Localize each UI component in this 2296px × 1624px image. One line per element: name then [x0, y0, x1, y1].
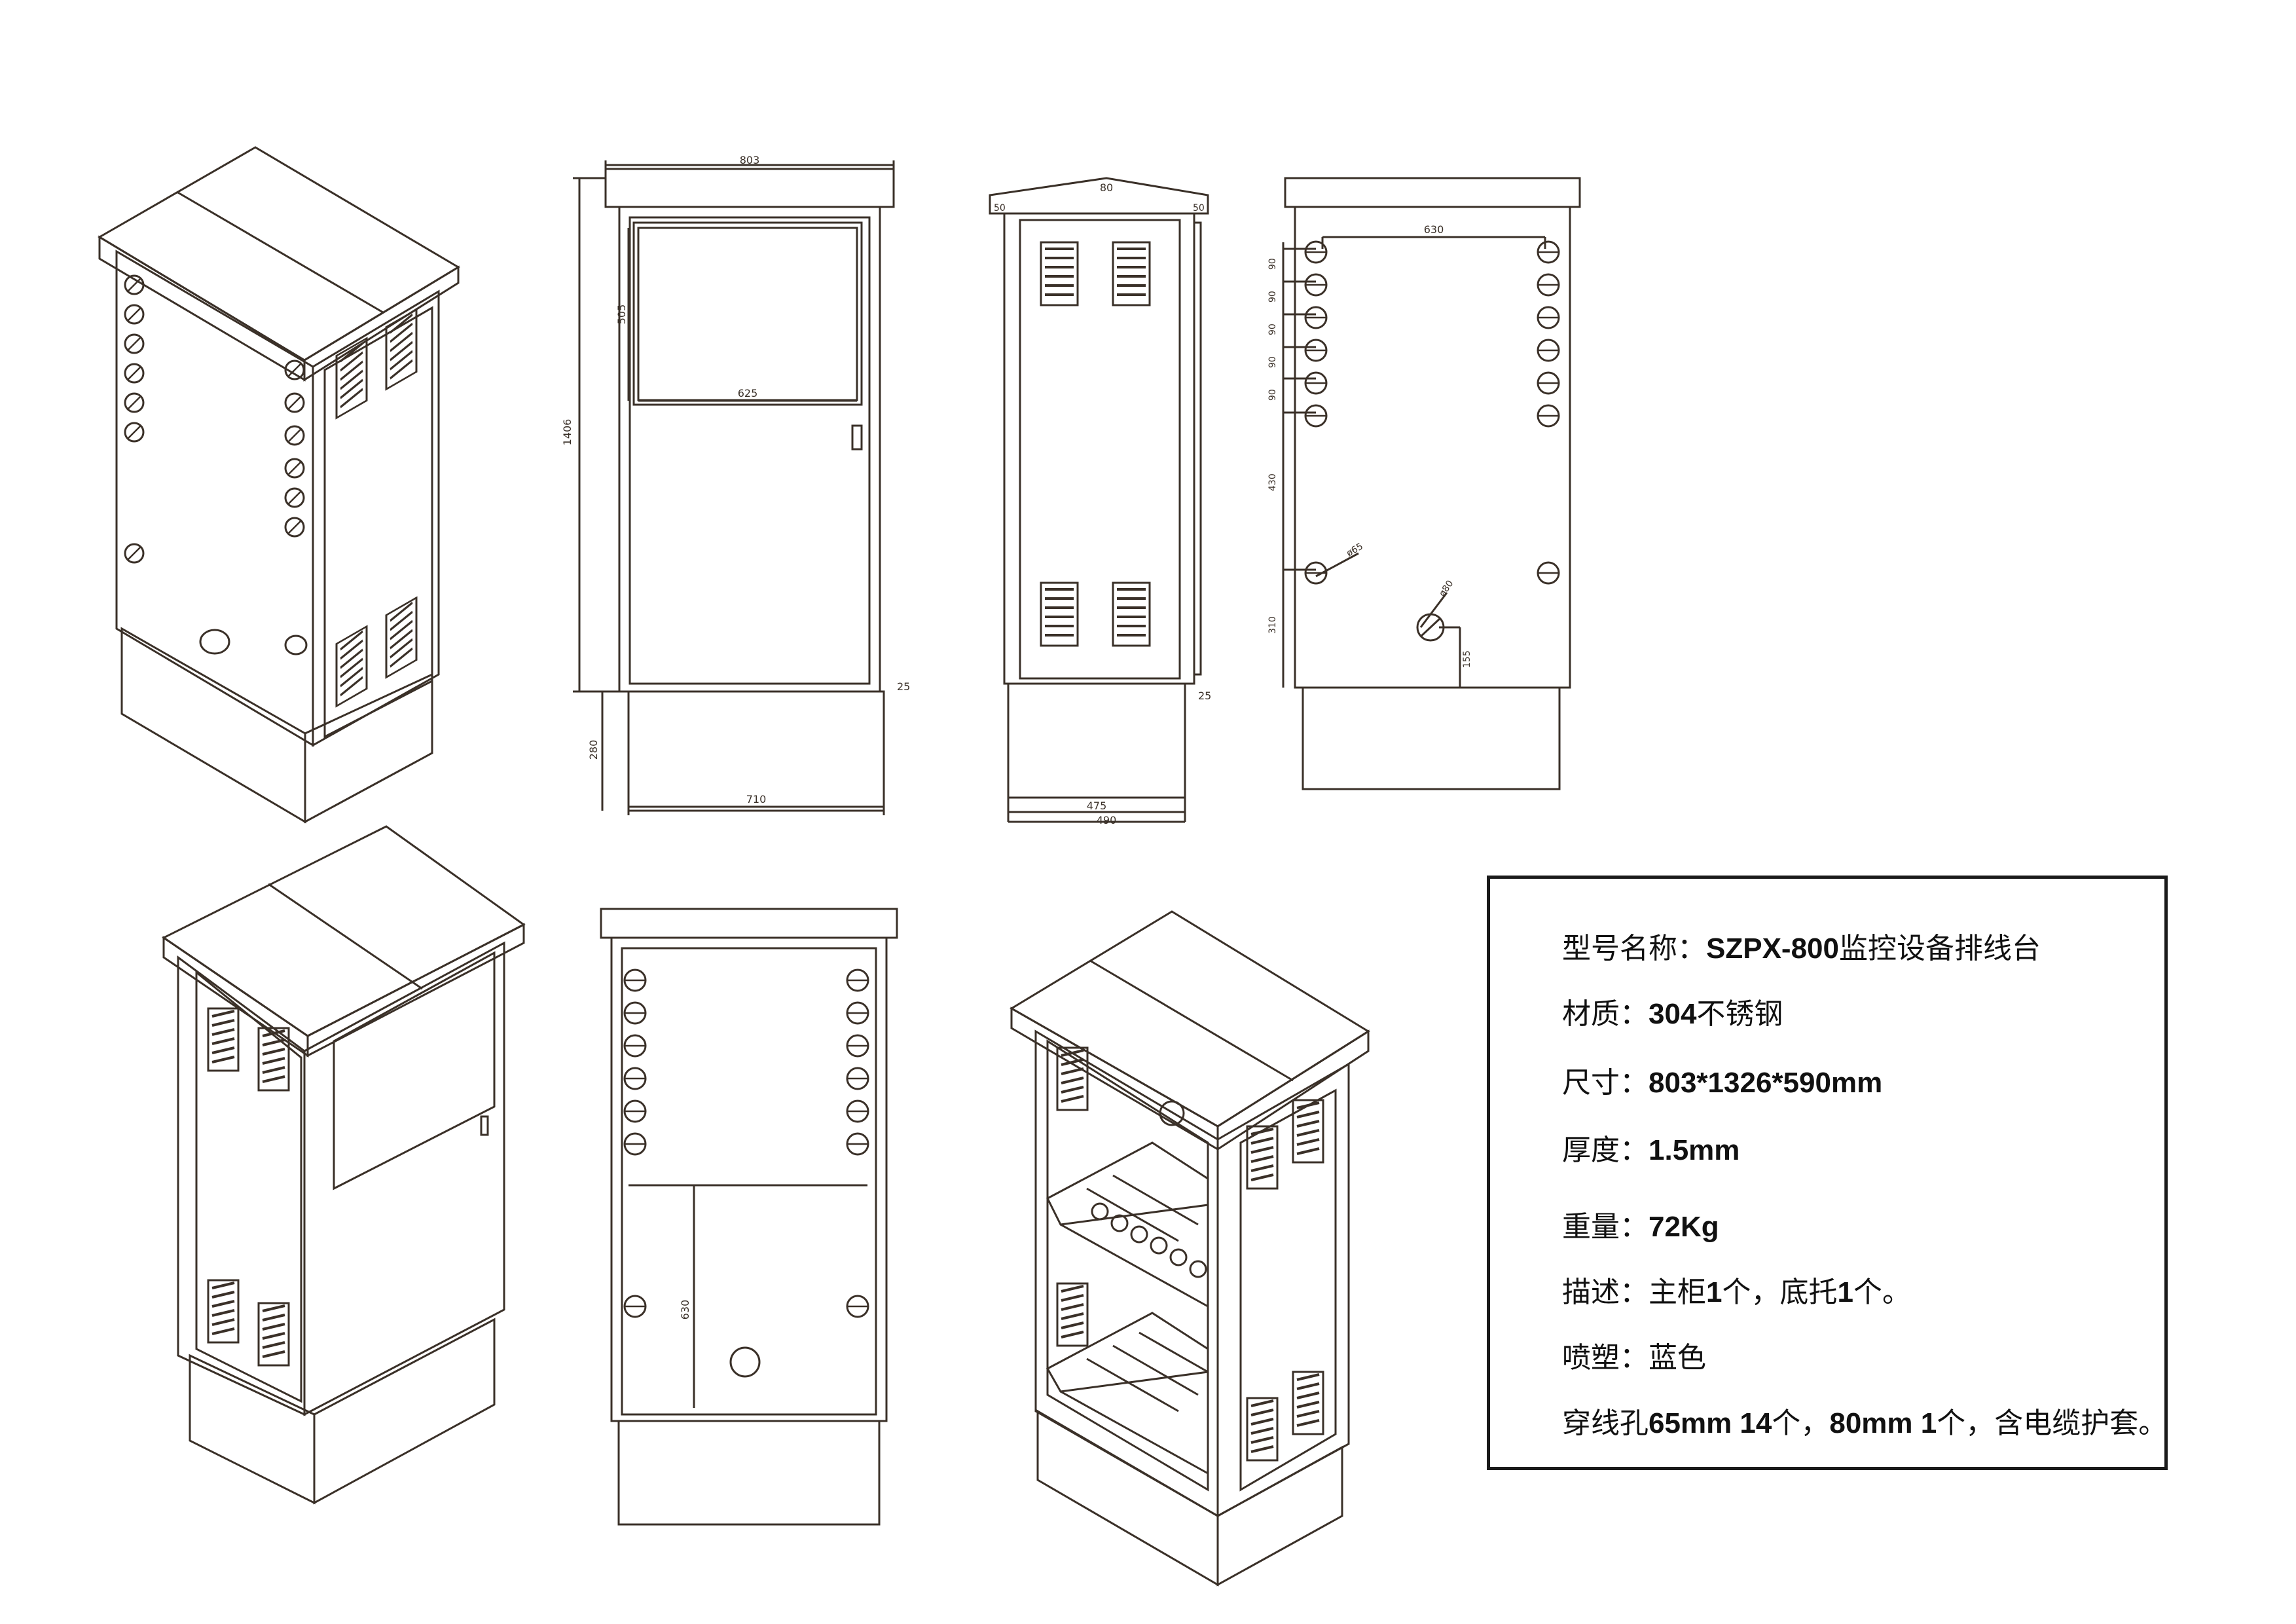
- spec-thickness-value: 1.5mm: [1649, 1134, 1740, 1166]
- dim-rear-pitch-5: 90: [1267, 389, 1278, 401]
- dim-front-width: 803: [740, 154, 760, 166]
- dim-side-right: 50: [1193, 203, 1205, 213]
- spec-thickness: 厚度：1.5mm: [1562, 1126, 1740, 1168]
- dim-base-width: 710: [746, 793, 767, 805]
- spec-model: 型号名称：SZPX-800监控设备排线台: [1562, 925, 2041, 967]
- dim-base-height: 280: [587, 740, 600, 760]
- spec-paint: 喷塑：蓝色: [1562, 1334, 1706, 1376]
- front-view: [573, 160, 895, 815]
- rear-door-view: [600, 908, 898, 1526]
- spec-holes-part2: 个，含电缆护套。: [1937, 1407, 2168, 1440]
- dim-rear-bottom: 310: [1267, 616, 1278, 634]
- dim-rear-width: 630: [1424, 223, 1444, 236]
- spec-weight-label: 重量：: [1562, 1210, 1649, 1244]
- iso-view-window: [162, 825, 526, 1505]
- spec-desc-part2: 个，底托: [1722, 1276, 1838, 1309]
- spec-desc-part3: 个。: [1853, 1276, 1911, 1309]
- spec-material: 材质：304不锈钢: [1562, 990, 1783, 1032]
- dim-side-outer-width: 490: [1097, 814, 1117, 826]
- spec-paint-label: 喷塑：: [1562, 1341, 1649, 1375]
- spec-holes-value1: 65mm 14: [1649, 1407, 1772, 1439]
- spec-size: 尺寸：803*1326*590mm: [1562, 1059, 1882, 1101]
- spec-holes-part1: 个，: [1772, 1407, 1830, 1440]
- spec-size-label: 尺寸：: [1562, 1066, 1649, 1099]
- dim-side-gap: 25: [1198, 690, 1211, 702]
- spec-panel: 型号名称：SZPX-800监控设备排线台 材质：304不锈钢 尺寸：803*13…: [1487, 876, 2168, 1470]
- iso-view-open: [1010, 910, 1370, 1587]
- spec-holes: 穿线孔65mm 14个，80mm 1个，含电缆护套。: [1562, 1399, 2167, 1441]
- spec-material-label: 材质：: [1562, 997, 1649, 1031]
- spec-holes-label: 穿线孔: [1562, 1407, 1649, 1440]
- dim-side-roof: 80: [1100, 181, 1113, 194]
- dim-rear-mid: 430: [1267, 473, 1278, 491]
- spec-material-value: 304: [1649, 998, 1697, 1030]
- spec-model-label: 型号名称：: [1562, 932, 1706, 965]
- spec-desc-num2: 1: [1837, 1276, 1853, 1308]
- dim-window-height: 505: [615, 304, 628, 325]
- spec-desc-num1: 1: [1706, 1276, 1722, 1308]
- dim-hole-large: ø80: [1437, 578, 1455, 599]
- spec-paint-value: 蓝色: [1649, 1341, 1706, 1375]
- spec-thickness-label: 厚度：: [1562, 1134, 1649, 1167]
- side-view: [989, 177, 1209, 823]
- dim-front-height: 1406: [561, 419, 574, 446]
- dim-hole-offset: 155: [1462, 650, 1472, 668]
- dim-back-door-height: 630: [679, 1300, 691, 1320]
- dim-rear-pitch-2: 90: [1267, 291, 1278, 303]
- dim-rear-pitch-3: 90: [1267, 323, 1278, 335]
- spec-desc-part1: 主柜: [1649, 1276, 1706, 1309]
- spec-weight: 重量：72Kg: [1562, 1203, 1719, 1245]
- spec-description: 描述：主柜1个，底托1个。: [1562, 1268, 1911, 1310]
- dim-front-gap: 25: [897, 680, 910, 693]
- dim-rear-pitch-1: 90: [1267, 258, 1278, 270]
- spec-weight-value: 72Kg: [1649, 1211, 1719, 1243]
- spec-size-value: 803*1326*590mm: [1649, 1067, 1883, 1099]
- spec-desc-label: 描述：: [1562, 1276, 1649, 1309]
- rear-view: [1282, 177, 1581, 790]
- dim-side-left: 50: [994, 203, 1006, 213]
- iso-view-left: [98, 146, 460, 824]
- dim-window-width: 625: [738, 387, 758, 399]
- spec-holes-value2: 80mm 1: [1829, 1407, 1937, 1439]
- spec-material-suffix: 不锈钢: [1696, 997, 1783, 1031]
- dim-rear-pitch-4: 90: [1267, 356, 1278, 368]
- spec-model-suffix: 监控设备排线台: [1838, 932, 2041, 965]
- dim-side-inner-width: 475: [1087, 800, 1107, 812]
- spec-model-value: SZPX-800: [1706, 932, 1839, 965]
